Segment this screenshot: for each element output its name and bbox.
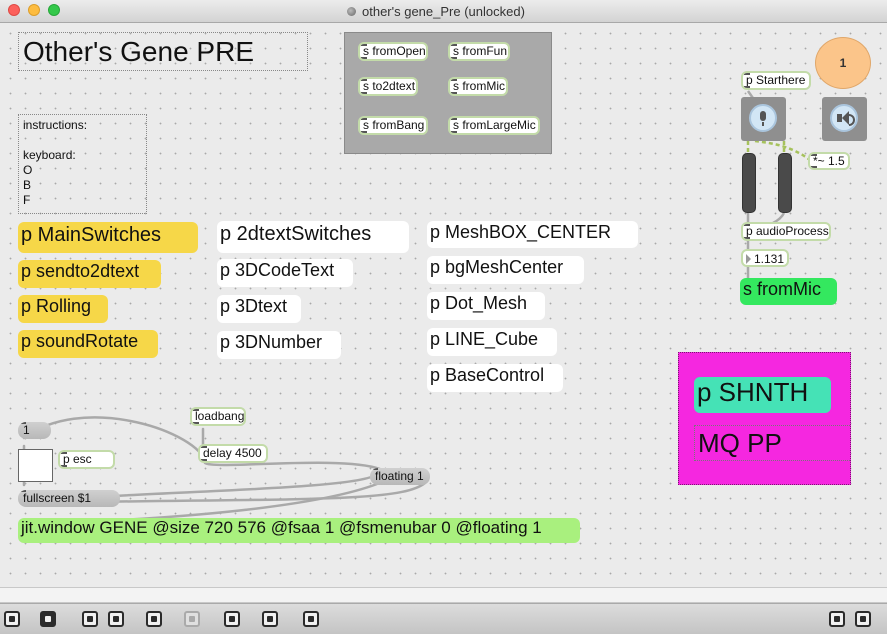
subpatch-dot-mesh[interactable]: p Dot_Mesh	[427, 292, 545, 320]
instructions-comment[interactable]: instructions: keyboard: O B F	[18, 114, 147, 214]
window-title: other's gene_Pre (unlocked)	[362, 4, 525, 19]
send-object[interactable]: s fromBang	[358, 116, 428, 135]
number-value: 1.131	[754, 252, 785, 266]
subpatch-soundrotate[interactable]: p soundRotate	[18, 330, 158, 358]
sends-panel[interactable]: s fromOpen s fromFun s to2dtext s fromMi…	[344, 32, 552, 154]
subpatch-sendto2dtext[interactable]: p sendto2dtext	[18, 260, 161, 288]
jit-window-object[interactable]: jit.window GENE @size 720 576 @fsaa 1 @f…	[18, 518, 580, 543]
close-patch-icon[interactable]	[108, 611, 124, 627]
instructions-line: instructions:	[23, 118, 88, 132]
layout-single-icon[interactable]	[829, 611, 845, 627]
info-icon[interactable]	[184, 611, 200, 627]
speaker-icon	[830, 104, 858, 132]
document-proxy-icon[interactable]	[347, 7, 356, 16]
level-meter-left[interactable]	[742, 153, 756, 213]
subpatch-starthere[interactable]: p Starthere	[741, 71, 811, 90]
loadbang-object[interactable]: loadbang	[190, 407, 246, 426]
layout-split-icon[interactable]	[855, 611, 871, 627]
grid-icon[interactable]	[262, 611, 278, 627]
object-palette-icon[interactable]	[82, 611, 98, 627]
send-object[interactable]: s fromOpen	[358, 42, 428, 61]
horizontal-scrollbar[interactable]	[0, 587, 887, 603]
toggle-fullscreen[interactable]	[18, 449, 53, 482]
minimize-window-button[interactable]	[28, 4, 40, 16]
subpatch-bgmeshcenter[interactable]: p bgMeshCenter	[427, 256, 584, 284]
gain-object[interactable]: *~ 1.5	[808, 152, 850, 170]
instructions-line: B	[23, 178, 32, 192]
subpatch-3dtext[interactable]: p 3Dtext	[217, 295, 301, 323]
fullscreen-message[interactable]: fullscreen $1	[18, 490, 120, 507]
message-one[interactable]: 1	[18, 422, 51, 439]
mic-input-button[interactable]	[741, 97, 786, 141]
subpatch-3dnumber[interactable]: p 3DNumber	[217, 331, 341, 359]
float-number-box[interactable]: 1.131	[741, 249, 789, 267]
close-window-button[interactable]	[8, 4, 20, 16]
lock-icon[interactable]	[4, 611, 20, 627]
connection-icon[interactable]	[224, 611, 240, 627]
subpatch-audioprocess[interactable]: p audioProcess	[741, 222, 831, 241]
magenta-panel[interactable]: p SHNTH MQ PP	[678, 352, 851, 485]
instructions-line	[23, 131, 146, 143]
number-arrow-icon	[746, 254, 751, 264]
instructions-line: keyboard:	[23, 148, 76, 162]
page-title[interactable]: Other's Gene PRE	[18, 32, 308, 71]
patcher-canvas[interactable]: Other's Gene PRE instructions: keyboard:…	[0, 23, 887, 587]
send-object[interactable]: s fromLargeMic	[448, 116, 540, 135]
instructions-line: F	[23, 193, 31, 207]
subpatch-mainswitches[interactable]: p MainSwitches	[18, 222, 198, 253]
subpatch-shnth[interactable]: p SHNTH	[694, 377, 831, 413]
dial-value: 1	[839, 56, 847, 70]
floating-message[interactable]: floating 1	[370, 468, 430, 485]
delay-object[interactable]: delay 4500	[198, 444, 268, 463]
mqpp-comment[interactable]: MQ PP	[694, 425, 850, 461]
send-object[interactable]: s fromFun	[448, 42, 510, 61]
subpatch-rolling[interactable]: p Rolling	[18, 295, 108, 323]
debug-icon[interactable]	[146, 611, 162, 627]
subpatch-2dtextswitches[interactable]: p 2dtextSwitches	[217, 221, 409, 253]
level-meter-right[interactable]	[778, 153, 792, 213]
send-object[interactable]: s fromMic	[448, 77, 508, 96]
mqpp-text: MQ PP	[698, 428, 782, 458]
title-bar: other's gene_Pre (unlocked)	[0, 0, 887, 23]
speaker-output-button[interactable]	[822, 97, 867, 141]
subpatch-basecontrol[interactable]: p BaseControl	[427, 364, 563, 392]
instructions-line: O	[23, 163, 33, 177]
subpatch-esc[interactable]: p esc	[58, 450, 115, 469]
patcher-toolbar	[0, 603, 887, 634]
page-title-text: Other's Gene PRE	[23, 36, 254, 67]
presentation-icon[interactable]	[40, 611, 56, 627]
mic-icon	[749, 104, 777, 132]
clock-icon[interactable]	[303, 611, 319, 627]
subpatch-meshbox-center[interactable]: p MeshBOX_CENTER	[427, 221, 638, 248]
subpatch-line-cube[interactable]: p LINE_Cube	[427, 328, 557, 356]
send-object[interactable]: s to2dtext	[358, 77, 418, 96]
level-dial[interactable]: 1	[815, 37, 871, 89]
zoom-window-button[interactable]	[48, 4, 60, 16]
send-frommic-object[interactable]: s fromMic	[740, 278, 837, 305]
subpatch-3dcodetext[interactable]: p 3DCodeText	[217, 259, 353, 287]
